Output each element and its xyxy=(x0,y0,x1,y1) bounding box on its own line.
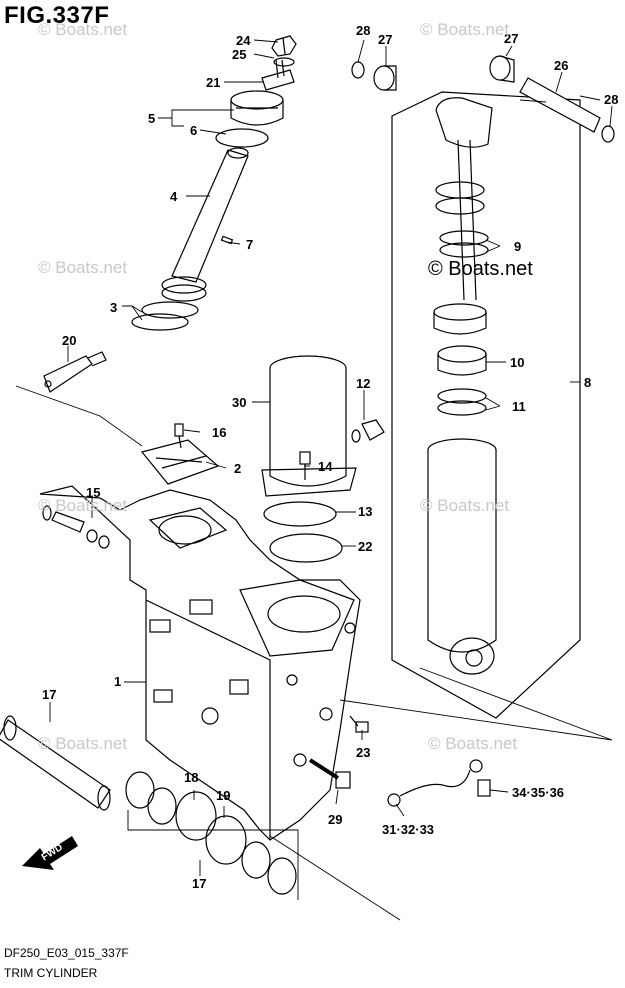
part-3-o-ring-a xyxy=(141,301,199,319)
part-12-plug xyxy=(351,419,385,443)
part-31-ground-wire xyxy=(387,759,483,807)
figure-title: FIG.337F xyxy=(4,2,110,29)
callout-1: 1 xyxy=(114,674,121,689)
watermark-3: © Boats.net xyxy=(38,258,128,277)
callout-20: 20 xyxy=(62,333,76,348)
part-8-outline xyxy=(391,91,581,719)
watermark-5: © Boats.net xyxy=(420,496,510,515)
part-13-o-ring xyxy=(263,501,337,527)
part-1-housing xyxy=(39,485,361,841)
part-11-o-ring-a xyxy=(437,388,487,404)
part-5-cylinder-cap xyxy=(230,90,284,126)
figure-code: DF250_E03_015_337F xyxy=(4,946,129,960)
callout-16: 16 xyxy=(212,425,226,440)
callout-26: 25 xyxy=(232,47,246,62)
part-11-o-ring-b xyxy=(437,400,487,416)
part-27-bushing-left xyxy=(373,65,397,91)
part-30-reservoir xyxy=(261,355,357,497)
callout-8: 8 xyxy=(584,375,591,390)
part-6-o-ring xyxy=(215,128,269,148)
callout-19-b: 19 xyxy=(216,788,230,803)
part-10-piston xyxy=(437,345,487,376)
part-23-stud xyxy=(261,59,295,91)
callout-15: 15 xyxy=(86,485,100,500)
callout-5: 5 xyxy=(148,111,155,126)
callout-7: 7 xyxy=(246,237,253,252)
callout-19-a: 18 xyxy=(184,770,198,785)
part-21-seal xyxy=(269,533,343,563)
callout-23: 21 xyxy=(206,75,220,90)
part-24-pin xyxy=(519,77,601,133)
part-18-ring-1 xyxy=(125,771,155,809)
callout-17: 17 xyxy=(42,687,56,702)
part-8-cylinder-body xyxy=(427,438,497,675)
callout-34-35-36: 34·35·36 xyxy=(512,785,564,800)
part-15-relief-valve xyxy=(42,505,110,549)
callout-6: 6 xyxy=(190,123,197,138)
callout-27-right: 27 xyxy=(504,31,518,46)
part-19-washer-a xyxy=(175,791,217,841)
part-4-tube xyxy=(161,147,249,302)
callout-25: 24 xyxy=(236,33,251,48)
callout-29: 29 xyxy=(328,812,342,827)
part-16-bolt xyxy=(174,423,184,449)
part-9-o-ring-b xyxy=(439,242,489,258)
watermark-7: © Boats.net xyxy=(428,734,518,753)
callout-28-right: 28 xyxy=(604,92,618,107)
callout-30: 30 xyxy=(232,395,246,410)
callout-31-32-33: 31·32·33 xyxy=(382,822,434,837)
callout-12: 12 xyxy=(356,376,370,391)
part-9-o-ring-a xyxy=(439,230,489,246)
part-34-screw xyxy=(477,779,491,797)
watermark-1: © Boats.net xyxy=(38,20,128,39)
callout-22: 23 xyxy=(356,745,370,760)
callout-10: 10 xyxy=(510,355,524,370)
callout-27-left: 27 xyxy=(378,32,392,47)
callout-9: 9 xyxy=(514,239,521,254)
watermark-6: © Boats.net xyxy=(38,734,128,753)
callout-21: 22 xyxy=(358,539,372,554)
callout-24: 26 xyxy=(554,58,568,73)
part-18-ring-2 xyxy=(147,787,177,825)
part-19-washer-b xyxy=(205,815,247,865)
watermark-bold: © Boats.net xyxy=(428,258,533,280)
part-28-clip-right xyxy=(601,125,615,143)
part-8-rod xyxy=(433,97,493,335)
part-29-bolt xyxy=(308,758,351,789)
part-20-valve xyxy=(43,351,107,393)
part-17-shaft xyxy=(0,715,111,811)
callout-3: 3 xyxy=(110,300,117,315)
watermark-4: © Boats.net xyxy=(38,496,128,515)
part-26-washer xyxy=(273,57,295,67)
callout-11: 11 xyxy=(512,399,526,414)
part-28-clip-left xyxy=(351,61,365,79)
callout-2: 2 xyxy=(234,461,241,476)
callout-13: 13 xyxy=(358,504,372,519)
callout-4: 4 xyxy=(170,189,178,204)
part-18-ring-3 xyxy=(241,841,271,879)
part-25-nut xyxy=(271,35,297,57)
part-14-bolt xyxy=(299,451,311,480)
part-18-ring-4 xyxy=(267,857,297,895)
part-22-bolt xyxy=(349,715,369,733)
watermark-2: © Boats.net xyxy=(420,20,510,39)
part-27-bushing-right xyxy=(489,55,515,83)
figure-caption: TRIM CYLINDER xyxy=(4,966,98,980)
callout-14: 14 xyxy=(318,459,333,474)
fwd-arrow-icon: FWD xyxy=(22,836,78,870)
part-3-o-ring-b xyxy=(131,313,189,331)
callout-28-left: 28 xyxy=(356,23,370,38)
callout-18: 17 xyxy=(192,876,206,891)
